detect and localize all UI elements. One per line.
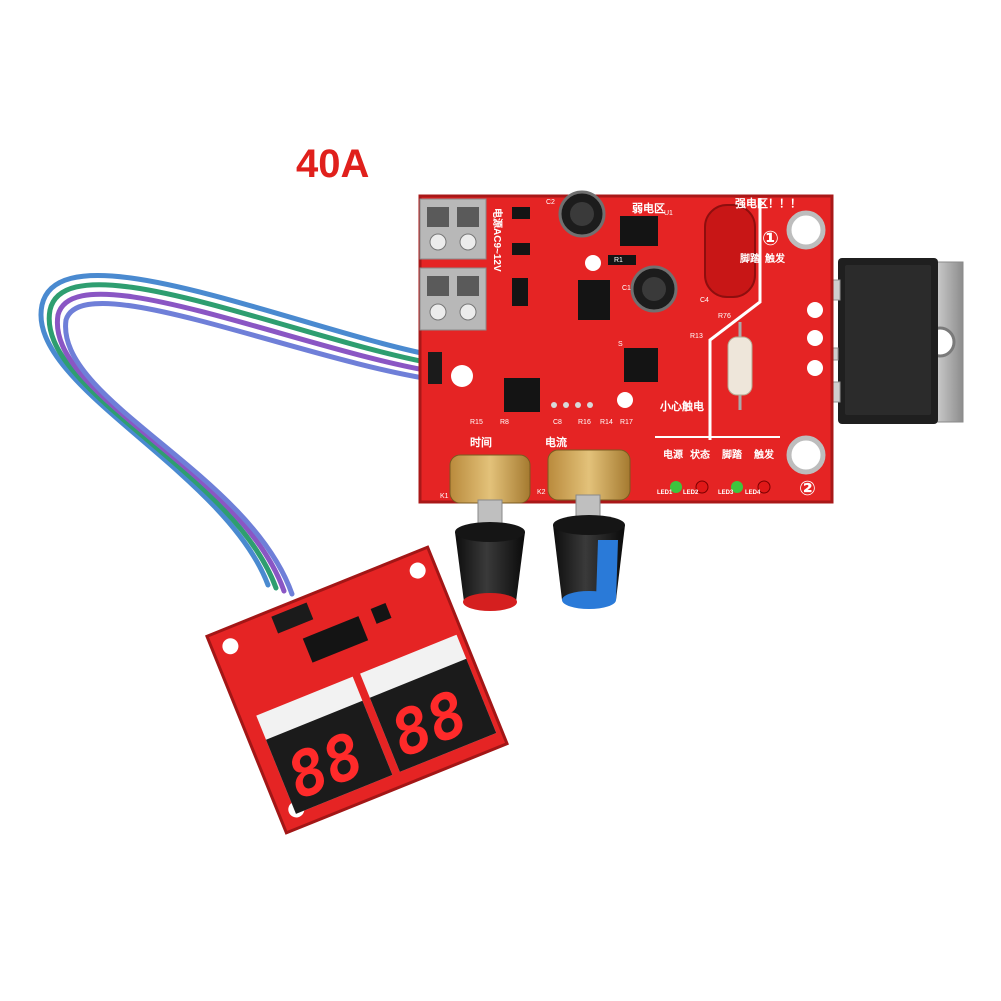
status-label-status: 状态: [690, 448, 710, 461]
chips: [504, 207, 658, 412]
led4-label: LED4: [745, 490, 761, 496]
led3-label: LED3: [718, 490, 734, 496]
led2-label: LED2: [683, 490, 699, 496]
cable-connector-main: [428, 352, 442, 384]
potentiometer-current[interactable]: [547, 449, 631, 609]
ref-r15: R15: [470, 419, 483, 426]
ribbon-cable: [38, 272, 439, 597]
ref-c4: C4: [700, 297, 709, 304]
warning-label: 小心触电: [659, 399, 704, 413]
ref-k2: K2: [537, 489, 546, 496]
display-board: [205, 545, 509, 835]
pedal-label: 脚踏: [740, 252, 761, 265]
status-label-pedal: 脚踏: [722, 448, 743, 461]
status-label-trigger: 触发: [753, 448, 775, 461]
ref-r13: R13: [690, 333, 703, 340]
terminal-block-trigger: [419, 267, 487, 331]
strong-zone-label: 强电区！！！: [735, 196, 801, 210]
terminal-block-power: [419, 198, 487, 260]
power-resistor: [727, 322, 753, 410]
status-label-power: 电源: [663, 448, 683, 461]
ref-c8: C8: [553, 419, 562, 426]
time-knob-label: 时间: [470, 435, 492, 449]
amperage-caption: 40A: [296, 142, 370, 186]
status-leds: [670, 480, 771, 494]
ref-c1: C1: [622, 285, 631, 292]
current-knob-label: 电流: [545, 435, 567, 449]
led1-label: LED1: [657, 490, 673, 496]
circled-two: ②: [799, 478, 816, 500]
ref-r14: R14: [600, 419, 613, 426]
circled-one: ①: [762, 228, 779, 250]
ref-s: S: [618, 341, 623, 348]
electrolytic-capacitor: [558, 190, 678, 313]
led-power: [670, 481, 682, 493]
header-pins: [551, 402, 593, 408]
ref-r17: R17: [620, 419, 633, 426]
weak-zone-label: 弱电区: [632, 201, 665, 215]
power-input-label: 电源AC9~12V: [491, 208, 504, 272]
led-pedal: [731, 481, 743, 493]
ref-r1: R1: [614, 257, 623, 264]
ref-r76: R76: [718, 313, 731, 320]
heatsink: [838, 258, 964, 424]
ref-u1: U1: [664, 210, 673, 217]
led-trigger: [757, 480, 771, 494]
ref-r8: R8: [500, 419, 509, 426]
ref-k1: K1: [440, 493, 449, 500]
trigger-label: 触发: [764, 252, 786, 265]
led-status: [695, 480, 709, 494]
ref-c2: C2: [546, 199, 555, 206]
relay: [704, 204, 756, 298]
ref-r16: R16: [578, 419, 591, 426]
potentiometer-time[interactable]: [449, 454, 531, 611]
